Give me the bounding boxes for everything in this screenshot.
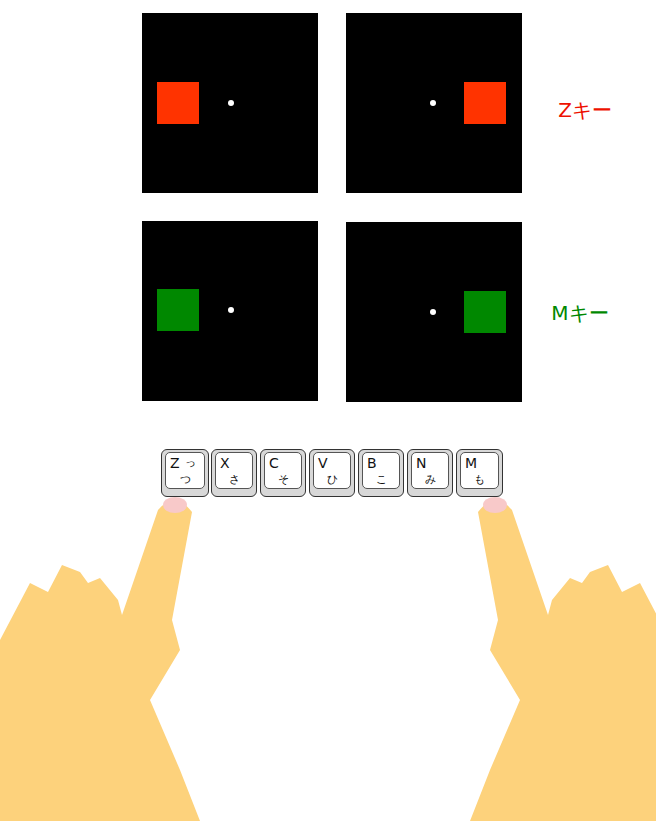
display-panel <box>346 222 522 402</box>
keyboard-key: Bこ <box>358 449 404 497</box>
key-kana: つ <box>180 474 191 485</box>
keyboard-key: Cそ <box>260 449 306 497</box>
display-panel <box>142 13 318 193</box>
key-kana: み <box>425 474 436 485</box>
keyboard-key: Xさ <box>211 449 257 497</box>
right-hand <box>470 497 656 821</box>
display-panel <box>142 221 318 401</box>
key-kana: も <box>474 474 485 485</box>
keyboard-key: Mも <box>456 449 503 497</box>
left-hand <box>0 497 200 821</box>
key-kana: こ <box>376 474 387 485</box>
response-key-label: Mキー <box>551 303 608 323</box>
key-letter: C <box>269 456 279 470</box>
fixation-dot <box>228 307 234 313</box>
display-panel <box>346 13 522 193</box>
key-letter: V <box>318 456 328 470</box>
key-letter: X <box>220 456 230 470</box>
key-letter: Z <box>170 456 180 470</box>
key-kana: ひ <box>327 474 338 485</box>
red-square <box>464 82 506 124</box>
key-kana: さ <box>229 474 240 485</box>
hand-shape <box>0 500 200 821</box>
green-square <box>157 289 199 331</box>
fixation-dot <box>430 309 436 315</box>
keyboard-key: Vひ <box>309 449 355 497</box>
response-key-label: Zキー <box>558 100 612 120</box>
key-kana: そ <box>278 474 289 485</box>
fingernail <box>483 497 507 513</box>
fixation-dot <box>228 100 234 106</box>
key-small-kana: っ <box>185 457 196 468</box>
keyboard-key: Nみ <box>407 449 453 497</box>
green-square <box>464 291 506 333</box>
key-letter: M <box>465 456 477 470</box>
key-letter: B <box>367 456 377 470</box>
red-square <box>157 82 199 124</box>
fixation-dot <box>430 100 436 106</box>
keyboard-key: Zっつ <box>161 449 209 497</box>
hand-shape <box>470 500 656 821</box>
key-letter: N <box>416 456 426 470</box>
fingernail <box>163 497 187 513</box>
